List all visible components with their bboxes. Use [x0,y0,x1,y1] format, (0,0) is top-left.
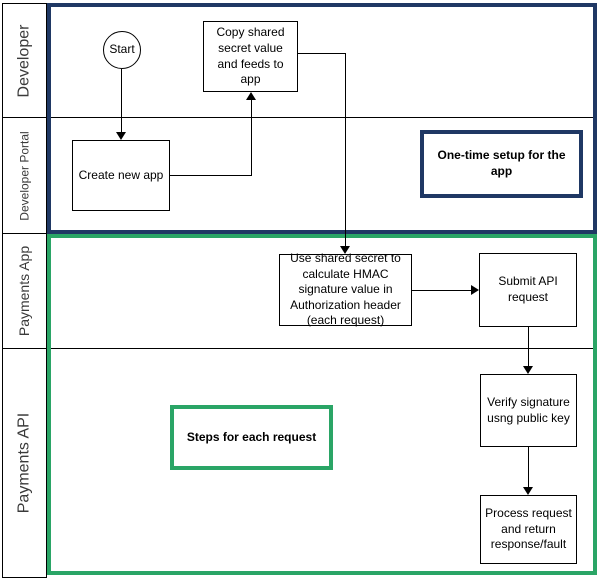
steps-for-each-request-callout: Steps for each request [170,405,333,470]
submit-api-request-node: Submit API request [479,253,577,327]
lane-label-text: Payments API [15,412,33,514]
process-request-node: Process request and return response/faul… [480,495,577,564]
connector-copy-to-use-v [345,53,346,247]
arrowhead-down-icon [523,366,533,374]
create-new-app-label: Create new app [78,167,164,182]
use-shared-secret-label: Use shared secret to calculate HMAC sign… [290,251,401,328]
connector-verify-to-process [528,447,529,488]
lane-label-text: Payments App [16,245,33,337]
per-request-group-border [47,234,597,575]
lane-label-payments-app: Payments App [2,233,47,349]
one-time-setup-callout: One-time setup for the app [420,130,583,198]
use-shared-secret-node: Use shared secret to calculate HMAC sign… [279,251,412,328]
arrowhead-down-icon [116,132,126,140]
process-request-label: Process request and return response/faul… [485,506,572,552]
arrowhead-down-icon [523,487,533,495]
lane-divider-payments-api [51,348,593,349]
arrowhead-down-icon [340,246,350,254]
arrowhead-right-icon [471,285,479,295]
one-time-setup-label: One-time setup for the app [437,148,566,178]
start-node-label: Start [109,42,135,57]
copy-shared-secret-node: Copy shared secret value and feeds to ap… [203,21,298,92]
lane-label-text: Developer [15,24,33,97]
verify-signature-node: Verify signature usng public key [480,374,577,447]
lane-label-developer: Developer [2,3,47,118]
connector-start-to-create [121,69,122,133]
connector-create-to-copy-h [170,175,252,176]
submit-api-request-label: Submit API request [498,274,558,304]
arrowhead-up-icon [246,92,256,100]
create-new-app-node: Create new app [72,140,170,211]
steps-for-each-request-label: Steps for each request [186,429,317,444]
lane-label-text: Developer Portal [17,130,32,221]
one-time-setup-group-border [47,3,597,234]
connector-create-to-copy-v [251,99,252,176]
lane-label-payments-api: Payments API [2,348,47,578]
verify-signature-label: Verify signature usng public key [487,394,570,425]
lane-label-developer-portal: Developer Portal [2,117,47,234]
connector-submit-to-verify [528,327,529,367]
connector-use-to-submit [412,290,472,291]
lane-divider-developer-portal [51,117,593,118]
connector-copy-to-use-h [298,53,346,54]
start-node: Start [103,31,141,69]
copy-shared-secret-label: Copy shared secret value and feeds to ap… [216,25,285,87]
